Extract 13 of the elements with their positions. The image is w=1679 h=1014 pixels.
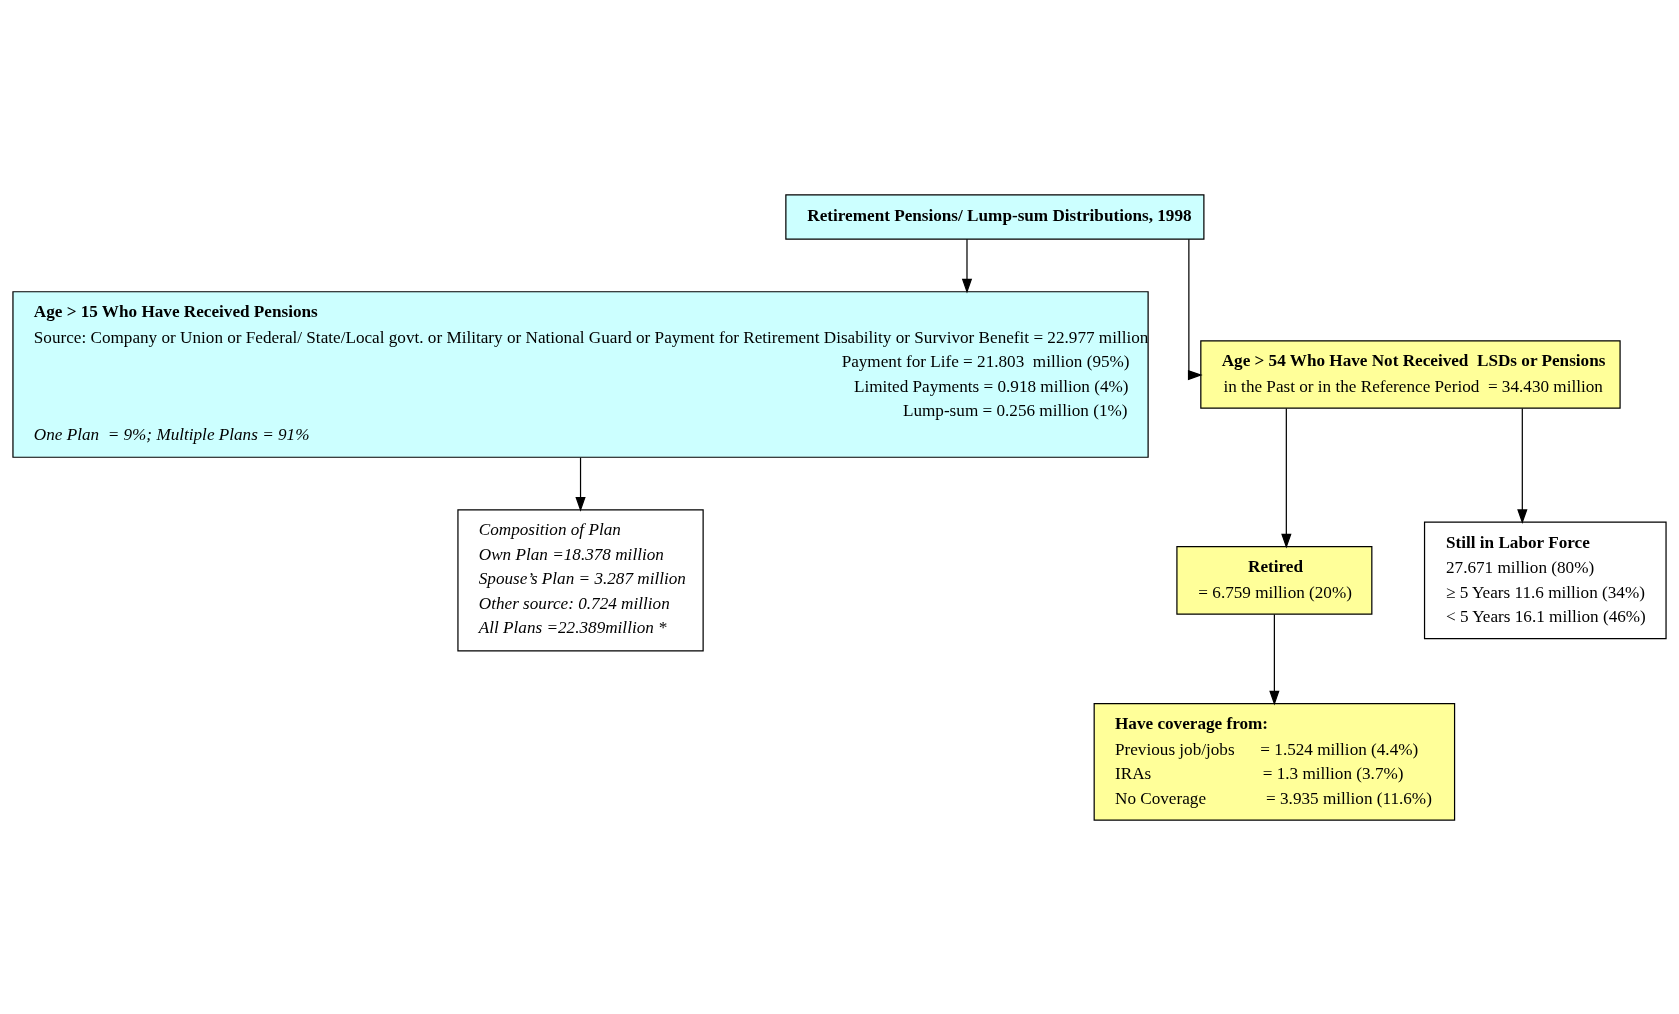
arrow (1517, 407, 1528, 524)
node-box: Age > 54 Who Have Not Received LSDs or Pensions in the Past or in the Reference Period = 34.430 million (1200, 339, 1621, 409)
arrow (1281, 407, 1292, 549)
node-box: Retired = 6.759 million (20%) (1176, 545, 1373, 615)
node-box: Have coverage from: Previous job/jobs = 1.524 million (4.4%) IRAs = 1.3 million (3.7%) No Coverage = 3.935 million (11.6%) (1093, 702, 1456, 821)
arrow (961, 238, 973, 293)
arrow (575, 456, 586, 512)
node-box: Age > 15 Who Have Received Pensions Source: Company or Union or Federal/ State/Local govt. or Military or National Guard or Payment for Retirement Disability or Survivor Benefit = 22.977 million Payment for Life = 21.803 million (95%) Limited Payments = 0.918 million (4%) Lump-sum = 0.256 million (1%) One Plan = 9%; Multiple Plans = 91% (12, 290, 1149, 458)
node-box: Still in Labor Force 27.671 million (80%) ≥ 5 Years 11.6 million (34%) < 5 Years 16.1 million (46%) (1423, 521, 1667, 639)
node-box: Composition of Plan Own Plan =18.378 million Spouse’s Plan = 3.287 million Other source: 0.724 million All Plans =22.389million * (457, 508, 704, 652)
node-box: Retirement Pensions/ Lump-sum Distributions, 1998 (785, 193, 1205, 240)
arrow (1269, 613, 1280, 705)
arrow (1187, 238, 1203, 380)
